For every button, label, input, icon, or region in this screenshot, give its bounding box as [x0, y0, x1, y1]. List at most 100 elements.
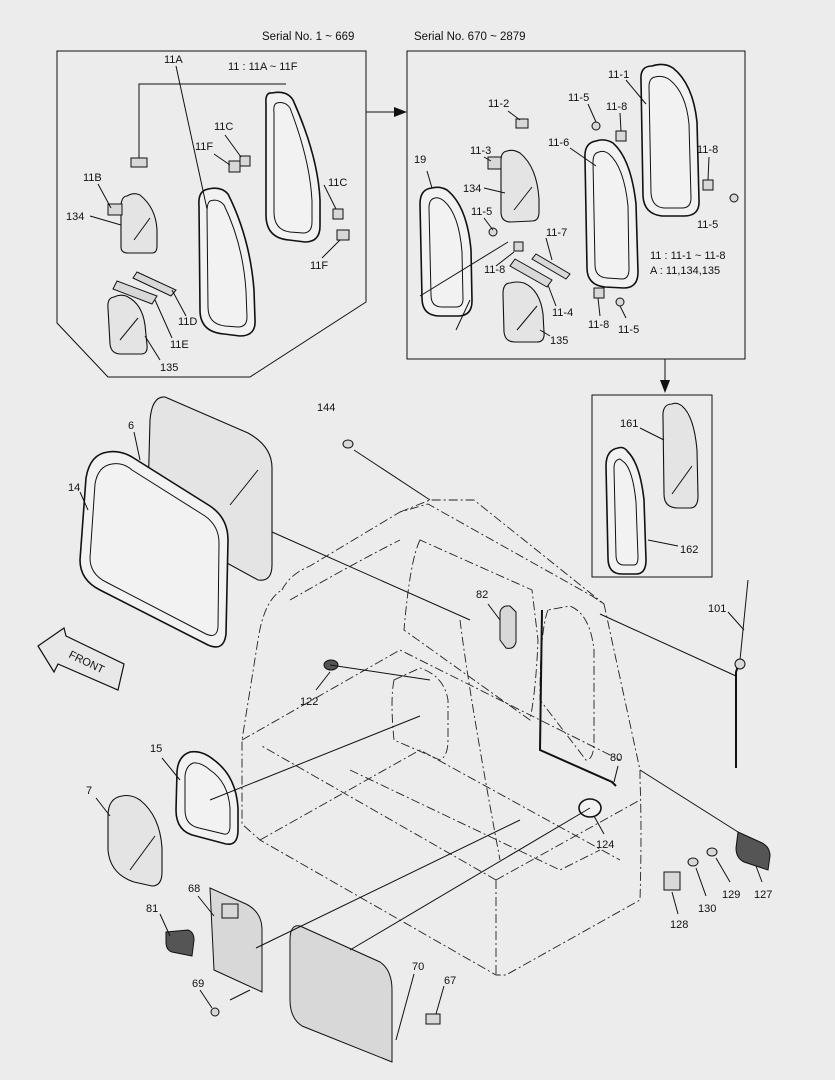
panel-70 — [289, 925, 393, 1063]
leader — [613, 765, 619, 783]
label-128: 128 — [670, 919, 688, 931]
leader — [329, 664, 431, 681]
glass-7 — [107, 794, 163, 887]
leader — [599, 613, 737, 677]
leader — [171, 289, 187, 317]
label-11F: 11F — [310, 260, 328, 272]
part-11F-top — [228, 160, 241, 173]
leader — [349, 807, 591, 951]
screw-11-5-right — [729, 193, 739, 203]
leader — [625, 79, 647, 105]
strip-11D — [132, 271, 177, 297]
label-11-4: 11-4 — [552, 307, 573, 319]
front-arrow-icon — [37, 627, 125, 691]
label-129: 129 — [722, 889, 740, 901]
strip-11-7 — [531, 253, 571, 280]
screw-11-5-mid — [488, 227, 498, 237]
glass-reflection — [229, 469, 259, 506]
glass-135-left — [107, 294, 148, 355]
screw-11-5-top — [591, 121, 601, 131]
glass-161 — [662, 402, 699, 509]
note-left-group: 11 : 11A ~ 11F — [228, 61, 298, 73]
washer-130 — [687, 857, 699, 867]
label-6: 6 — [128, 420, 134, 432]
leader — [483, 156, 492, 162]
arrowhead-right — [394, 107, 407, 117]
leader — [271, 531, 471, 621]
leader — [419, 241, 509, 297]
strip-11E — [112, 280, 158, 305]
label-134: 134 — [66, 211, 84, 223]
part-144 — [342, 439, 354, 449]
antenna-101 — [739, 579, 749, 661]
label-11E: 11E — [170, 339, 189, 351]
antenna-mount — [734, 658, 746, 670]
label-11-8: 11-8 — [484, 264, 505, 276]
latch-11B — [107, 203, 123, 216]
label-11-5: 11-5 — [697, 219, 718, 231]
glass-134-left — [120, 193, 158, 254]
label-11-8: 11-8 — [697, 144, 718, 156]
label-11-3: 11-3 — [470, 145, 491, 157]
leader — [213, 153, 231, 166]
label-70: 70 — [412, 961, 424, 973]
label-101: 101 — [708, 603, 726, 615]
part-81 — [165, 929, 195, 957]
leader — [483, 187, 506, 194]
glass-reflection — [129, 835, 156, 871]
label-11A: 11A — [164, 54, 183, 66]
leader — [707, 156, 710, 181]
leader — [323, 184, 337, 210]
label-19: 19 — [414, 154, 426, 166]
window-seal-11-upper-inner — [273, 102, 313, 234]
leader — [79, 491, 89, 511]
leader — [435, 985, 445, 1015]
label-144: 144 — [317, 402, 335, 414]
leader — [639, 427, 665, 441]
glass-135-right — [502, 281, 545, 343]
note-right-group: 11 : 11-1 ~ 11-8 — [650, 250, 726, 262]
leader — [639, 769, 739, 833]
window-seal-11-1-inner — [648, 75, 692, 209]
label-11-8: 11-8 — [588, 319, 609, 331]
label-14: 14 — [68, 482, 80, 494]
screw-69 — [210, 1007, 220, 1017]
leader — [315, 671, 331, 691]
label-11B: 11B — [83, 172, 102, 184]
part-11-2 — [515, 118, 529, 129]
leader — [175, 65, 208, 210]
leader — [755, 865, 763, 883]
panel-68-opening — [221, 903, 239, 919]
antenna-101-cable — [735, 659, 741, 768]
part-11C-top — [239, 155, 251, 167]
window-seal-14 — [79, 450, 229, 648]
window-seal-19 — [419, 186, 473, 317]
label-11D: 11D — [178, 316, 197, 328]
leader — [353, 449, 431, 501]
glass-reflection — [516, 305, 538, 331]
window-seal-15-inner — [184, 762, 231, 835]
label-11F: 11F — [195, 141, 213, 153]
leader — [487, 603, 501, 621]
part-11C-right — [332, 208, 344, 220]
glass-reflection — [513, 186, 533, 211]
leader — [321, 239, 341, 259]
leader — [539, 329, 551, 337]
window-seal-15 — [175, 750, 239, 846]
leader — [144, 335, 161, 361]
label-11-5: 11-5 — [568, 92, 589, 104]
leader — [547, 284, 557, 307]
header-left: Serial No. 1 ~ 669 — [262, 31, 354, 43]
part-11F-bottom — [336, 229, 350, 241]
strip-11-4 — [509, 258, 553, 288]
label-11C: 11C — [328, 177, 347, 189]
label-11-6: 11-6 — [548, 137, 569, 149]
part-11-8-low — [593, 287, 605, 299]
leader — [597, 297, 601, 317]
leader — [507, 110, 521, 121]
window-seal-11-upper — [265, 91, 321, 243]
window-seal-11-6-inner — [592, 150, 630, 280]
header-right: Serial No. 670 ~ 2879 — [414, 31, 526, 43]
